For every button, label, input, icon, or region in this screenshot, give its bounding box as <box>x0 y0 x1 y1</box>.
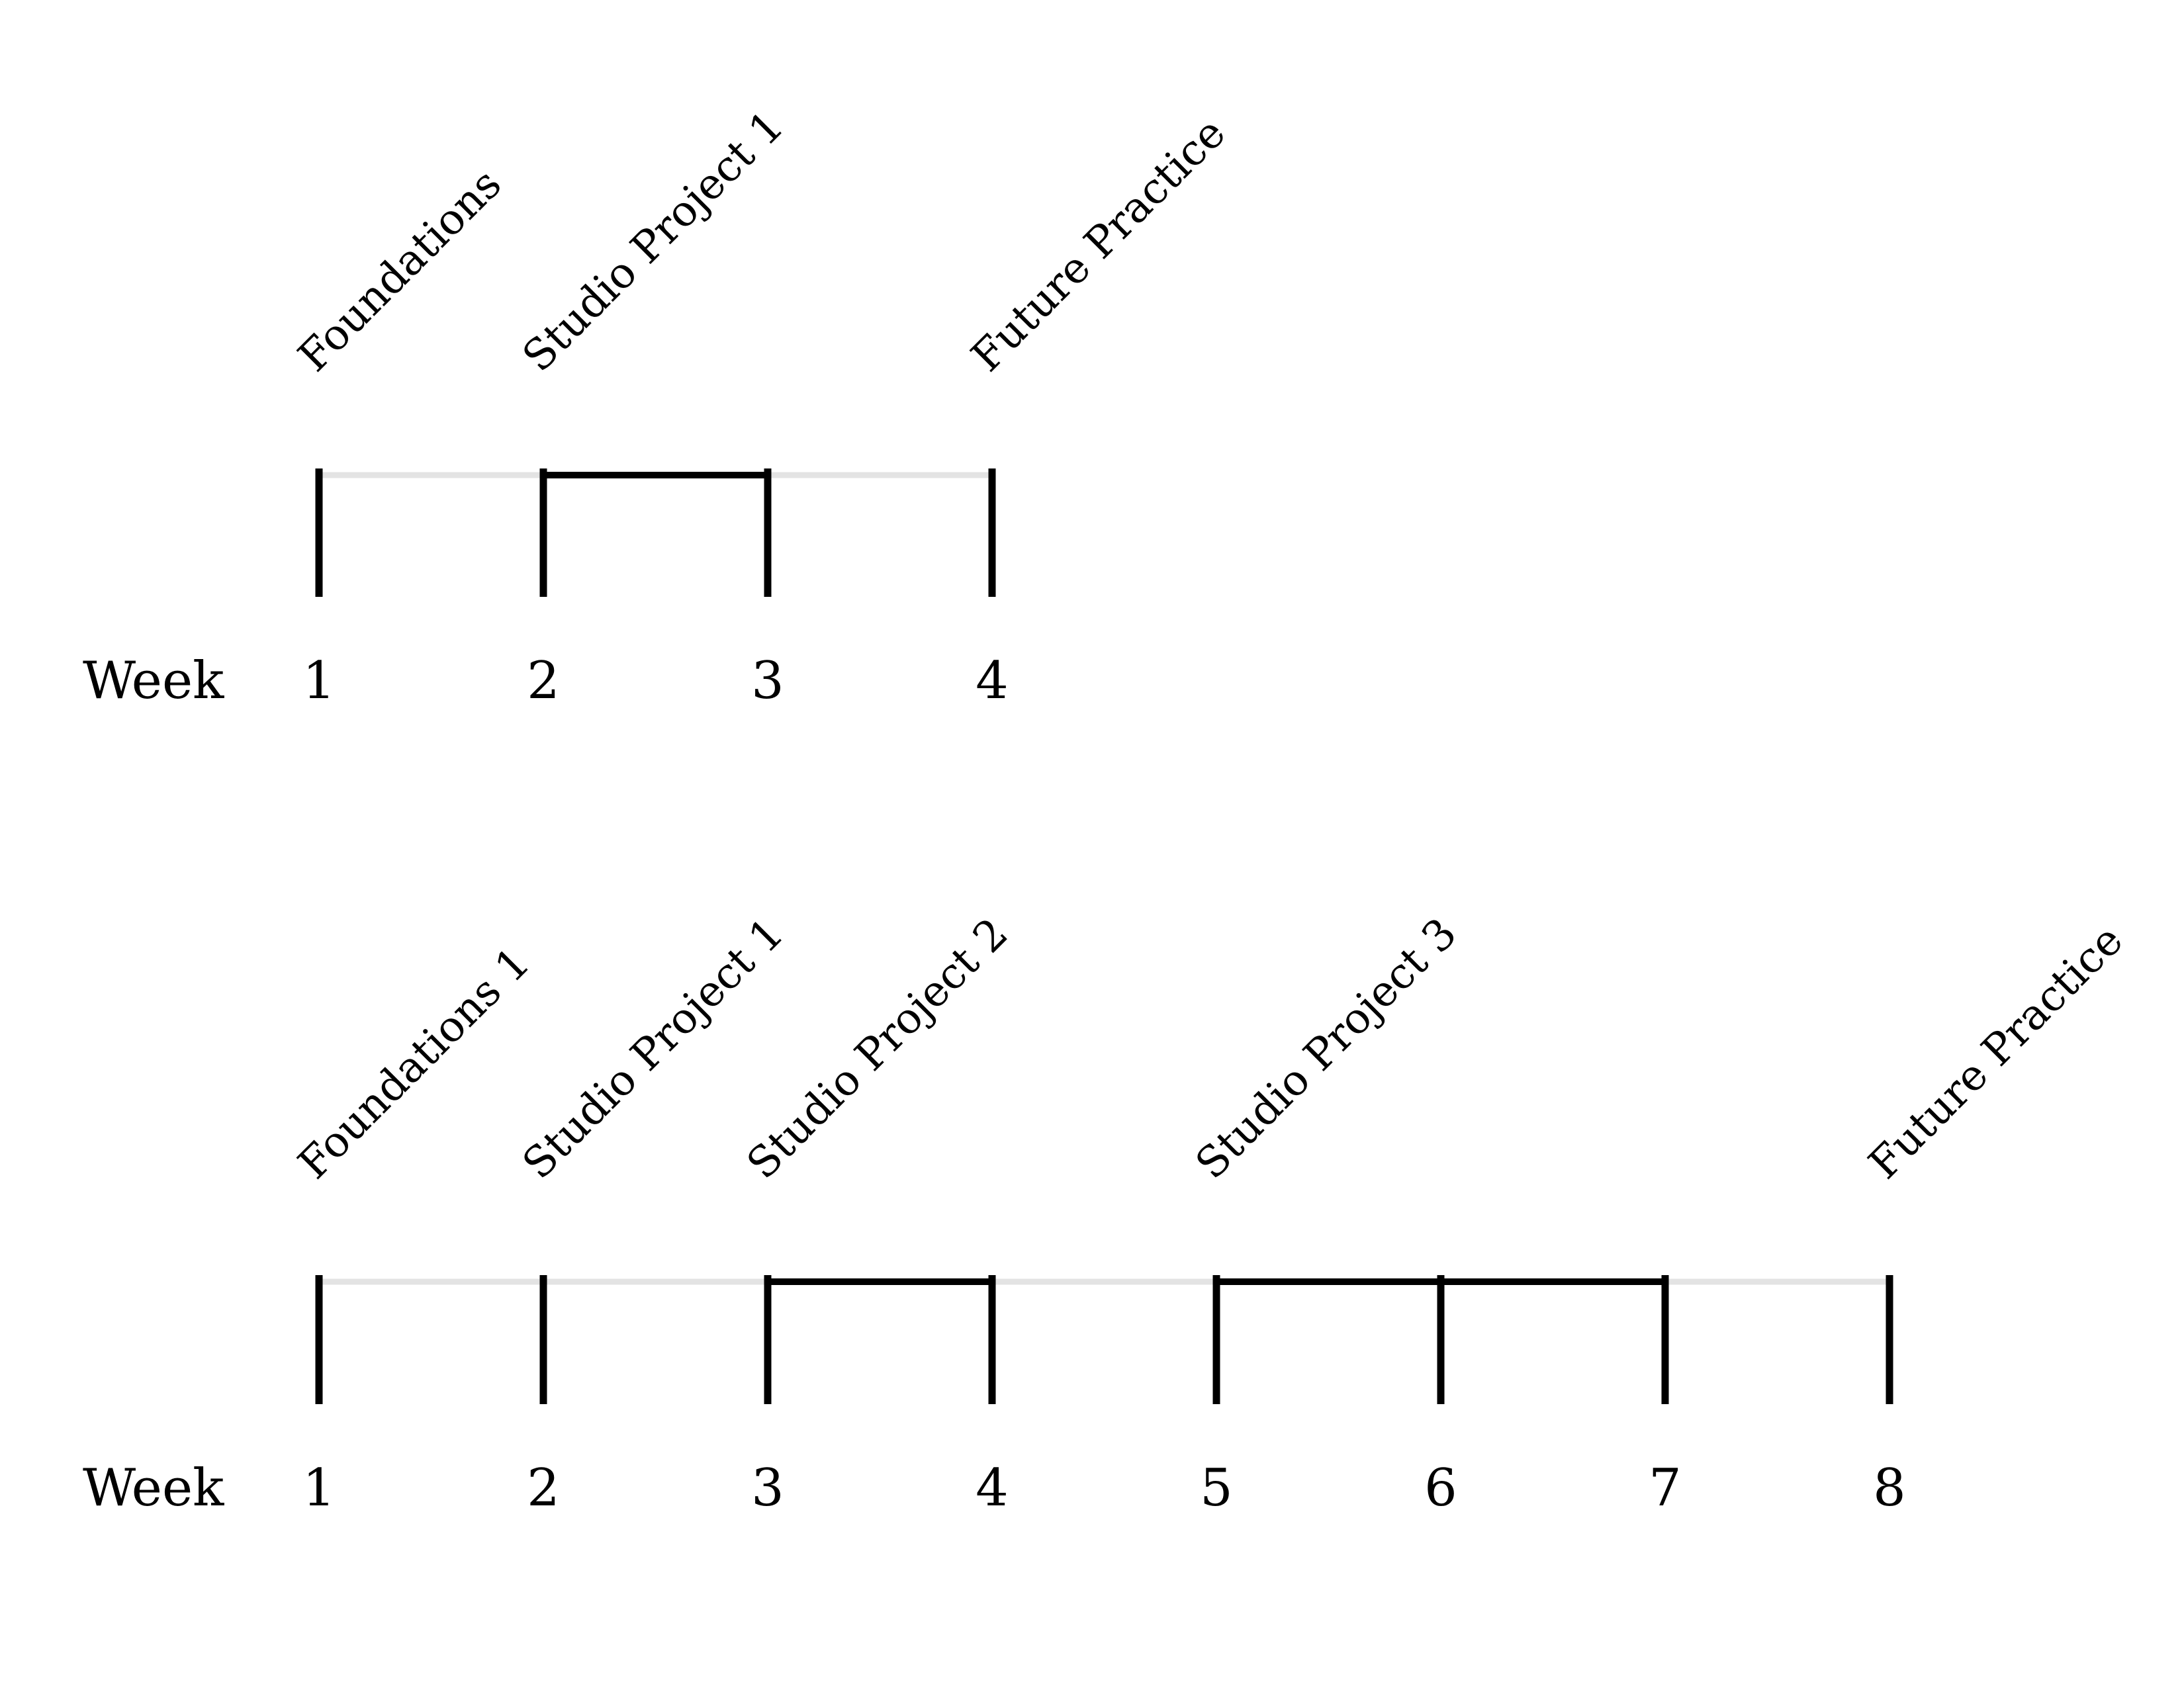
phase-label: Foundations 1 <box>289 938 539 1188</box>
week-number: 3 <box>751 651 784 711</box>
week-number: 3 <box>751 1458 784 1518</box>
week-number: 5 <box>1200 1458 1233 1518</box>
week-number: 1 <box>302 1458 336 1518</box>
phase-label: Studio Project 1 <box>514 102 794 382</box>
week-number: 2 <box>527 651 560 711</box>
week-number: 4 <box>976 651 1009 711</box>
week-number: 7 <box>1649 1458 1682 1518</box>
week-number: 8 <box>1873 1458 1906 1518</box>
phase-label: Future Practice <box>962 109 1235 381</box>
week-axis-label: Week <box>83 651 224 711</box>
week-number: 6 <box>1424 1458 1457 1518</box>
week-number: 2 <box>527 1458 560 1518</box>
phase-label: Foundations <box>289 159 511 381</box>
week-axis-label: Week <box>83 1458 224 1518</box>
phase-label: Future Practice <box>1860 916 2132 1188</box>
week-number: 4 <box>976 1458 1009 1518</box>
phase-label: Studio Project 3 <box>1187 909 1467 1189</box>
week-number: 1 <box>302 651 336 711</box>
